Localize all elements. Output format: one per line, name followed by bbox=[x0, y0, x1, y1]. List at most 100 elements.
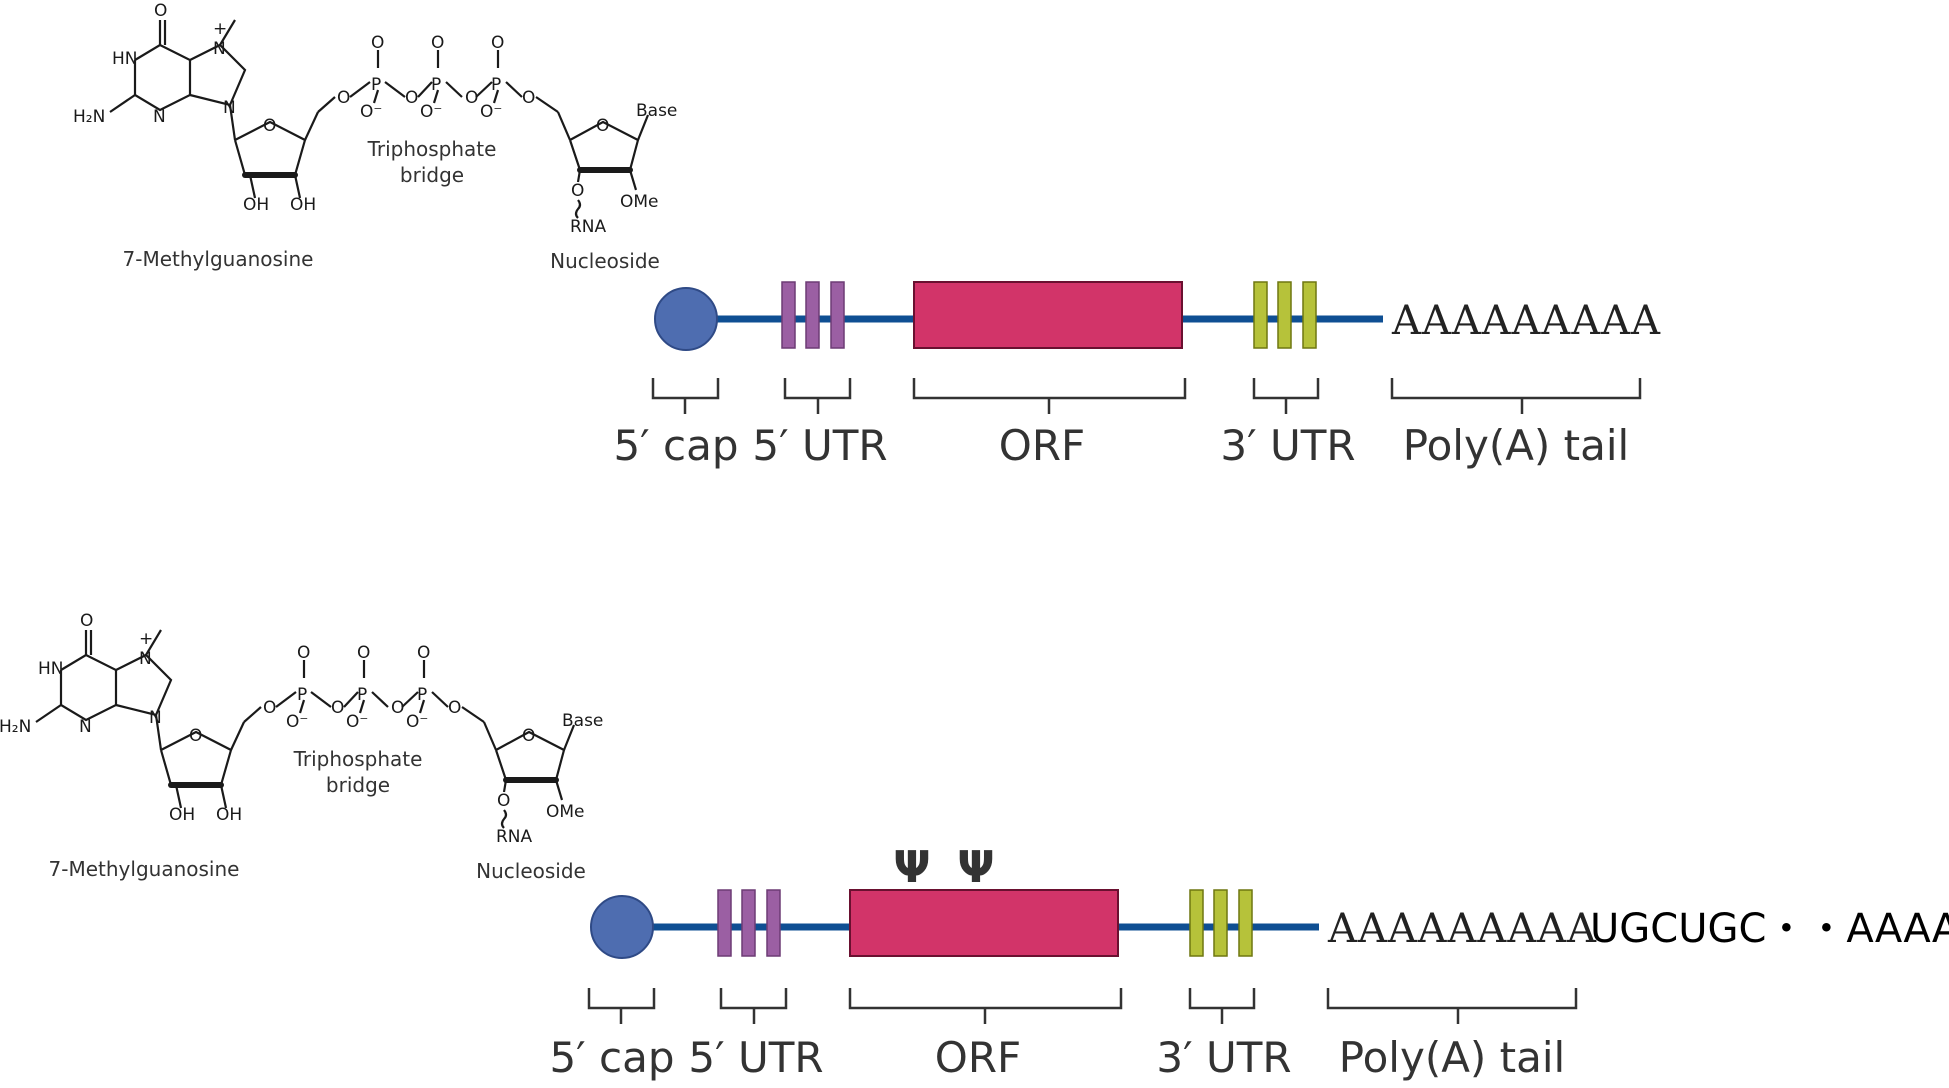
orf-box-2 bbox=[849, 889, 1119, 957]
label-3-utr-2: 3′ UTR bbox=[1156, 1033, 1291, 1082]
orf-box bbox=[913, 281, 1183, 349]
segment-labels-2: 5′ cap 5′ UTR ORF 3′ UTR Poly(A) tail bbox=[549, 1033, 1565, 1082]
utr3-bar-2-2 bbox=[1213, 889, 1228, 957]
sequence-extension: UGCUGC・・AAAA bbox=[1590, 906, 1949, 952]
utr3-bar-3 bbox=[1302, 281, 1317, 349]
cap-structure-chem: O HN H₂N N + N N O OH OH O P O O⁻ O P O … bbox=[73, 1, 677, 273]
caption-bridge-2: bridge bbox=[326, 773, 390, 797]
chem-n9: N bbox=[223, 98, 236, 118]
chem-o-link3: O bbox=[465, 88, 478, 108]
chem-o-keto: O bbox=[154, 1, 167, 21]
chem-ring-o1: O bbox=[263, 116, 276, 136]
mrna-diagram-top: O HN H₂N N + N N O OH OH O P O O⁻ O P O … bbox=[73, 1, 1661, 470]
chem-n7: N bbox=[213, 39, 226, 59]
caption-bridge: bridge bbox=[400, 163, 464, 187]
chem-n3-2: N bbox=[79, 717, 92, 737]
chem-n3: N bbox=[153, 107, 166, 127]
chem-rna-2: RNA bbox=[496, 827, 533, 847]
cap-circle bbox=[654, 287, 718, 351]
chem-p3-om: O⁻ bbox=[480, 102, 502, 122]
label-5-cap-2: 5′ cap bbox=[549, 1033, 674, 1082]
utr5-bar-2-2 bbox=[741, 889, 756, 957]
diagram-svg-bottom: O HN H₂N N + N N O OH OH O P O O⁻ O P O … bbox=[0, 611, 1949, 1082]
segment-brackets bbox=[651, 378, 1642, 414]
segment-labels: 5′ cap 5′ UTR ORF 3′ UTR Poly(A) tail bbox=[613, 421, 1629, 470]
label-orf-2: ORF bbox=[935, 1033, 1021, 1082]
mrna-construct: AAAAAAAAA bbox=[654, 281, 1661, 351]
cap-circle-2 bbox=[590, 895, 654, 959]
label-polya-tail: Poly(A) tail bbox=[1403, 421, 1629, 470]
mrna-diagram-bottom: O HN H₂N N + N N O OH OH O P O O⁻ O P O … bbox=[0, 544, 1949, 1088]
chem-base: Base bbox=[636, 101, 677, 121]
chem-oh-left-2: OH bbox=[169, 805, 195, 825]
chem-o-rna: O bbox=[571, 181, 584, 201]
diagram-svg-top: O HN H₂N N + N N O OH OH O P O O⁻ O P O … bbox=[73, 1, 1661, 470]
caption-nucleoside-2: Nucleoside bbox=[476, 859, 586, 883]
utr3-bar-1 bbox=[1253, 281, 1268, 349]
chem-o-link1-2: O bbox=[263, 698, 276, 718]
chem-n7-2: N bbox=[139, 649, 152, 669]
chem-o-link4-2: O bbox=[448, 698, 461, 718]
chem-p2-om-2: O⁻ bbox=[346, 712, 368, 732]
segment-brackets-2 bbox=[587, 988, 1578, 1024]
chem-oh-right-2: OH bbox=[216, 805, 242, 825]
chem-p1-2: P bbox=[297, 685, 307, 705]
chem-p2-om: O⁻ bbox=[420, 102, 442, 122]
chem-h2n-2: H₂N bbox=[0, 717, 31, 737]
chem-hn: HN bbox=[112, 49, 138, 69]
label-orf: ORF bbox=[999, 421, 1085, 470]
utr5-bar-1-2 bbox=[717, 889, 732, 957]
utr5-bar-3 bbox=[830, 281, 845, 349]
chem-o-link2: O bbox=[405, 88, 418, 108]
chem-ring-o1-2: O bbox=[189, 726, 202, 746]
chem-oh-right: OH bbox=[290, 195, 316, 215]
label-3-utr: 3′ UTR bbox=[1220, 421, 1355, 470]
psi-modification-2: Ψ bbox=[957, 842, 994, 893]
caption-7-methylguanosine-2: 7-Methylguanosine bbox=[49, 857, 240, 881]
chem-o-keto-2: O bbox=[80, 611, 93, 631]
psi-modification-1: Ψ bbox=[893, 842, 930, 893]
label-5-cap: 5′ cap bbox=[613, 421, 738, 470]
utr3-bar-2 bbox=[1277, 281, 1292, 349]
label-5-utr-2: 5′ UTR bbox=[688, 1033, 823, 1082]
chem-p1: P bbox=[371, 75, 381, 95]
label-5-utr: 5′ UTR bbox=[752, 421, 887, 470]
chem-o-link3-2: O bbox=[391, 698, 404, 718]
chem-ring-o2-2: O bbox=[522, 726, 535, 746]
chem-oh-left: OH bbox=[243, 195, 269, 215]
mrna-construct-2: Ψ Ψ AAAAAAAAA UGCUGC・・AAAA bbox=[590, 842, 1949, 959]
chem-o-rna-2: O bbox=[497, 791, 510, 811]
chem-rna: RNA bbox=[570, 217, 607, 237]
caption-7-methylguanosine: 7-Methylguanosine bbox=[123, 247, 314, 271]
caption-triphosphate: Triphosphate bbox=[367, 137, 497, 161]
chem-p3: P bbox=[491, 75, 501, 95]
chem-h2n: H₂N bbox=[73, 107, 105, 127]
utr5-bar-2 bbox=[805, 281, 820, 349]
chem-p3-o: O bbox=[491, 33, 504, 53]
utr5-bar-1 bbox=[781, 281, 796, 349]
chem-ome: OMe bbox=[620, 192, 659, 212]
chem-p2-o-2: O bbox=[357, 643, 370, 663]
chem-ring-o2: O bbox=[596, 116, 609, 136]
chem-base-2: Base bbox=[562, 711, 603, 731]
chem-p1-om: O⁻ bbox=[360, 102, 382, 122]
utr5-bar-3-2 bbox=[766, 889, 781, 957]
chem-p1-o-2: O bbox=[297, 643, 310, 663]
cap-structure-chem-2: O HN H₂N N + N N O OH OH O P O O⁻ O P O … bbox=[0, 611, 603, 883]
chem-p3-o-2: O bbox=[417, 643, 430, 663]
chem-plus-2: + bbox=[139, 629, 153, 649]
polya-sequence: AAAAAAAAA bbox=[1391, 298, 1661, 344]
caption-triphosphate-2: Triphosphate bbox=[293, 747, 423, 771]
chem-p1-om-2: O⁻ bbox=[286, 712, 308, 732]
chem-p3-om-2: O⁻ bbox=[406, 712, 428, 732]
chem-o-link2-2: O bbox=[331, 698, 344, 718]
chem-p2-o: O bbox=[431, 33, 444, 53]
caption-nucleoside: Nucleoside bbox=[550, 249, 660, 273]
chem-o-link1: O bbox=[337, 88, 350, 108]
polya-sequence-2: AAAAAAAAA bbox=[1327, 906, 1597, 952]
chem-n9-2: N bbox=[149, 708, 162, 728]
chem-plus: + bbox=[213, 19, 227, 39]
chem-p2-2: P bbox=[357, 685, 367, 705]
chem-ome-2: OMe bbox=[546, 802, 585, 822]
chem-p3-2: P bbox=[417, 685, 427, 705]
